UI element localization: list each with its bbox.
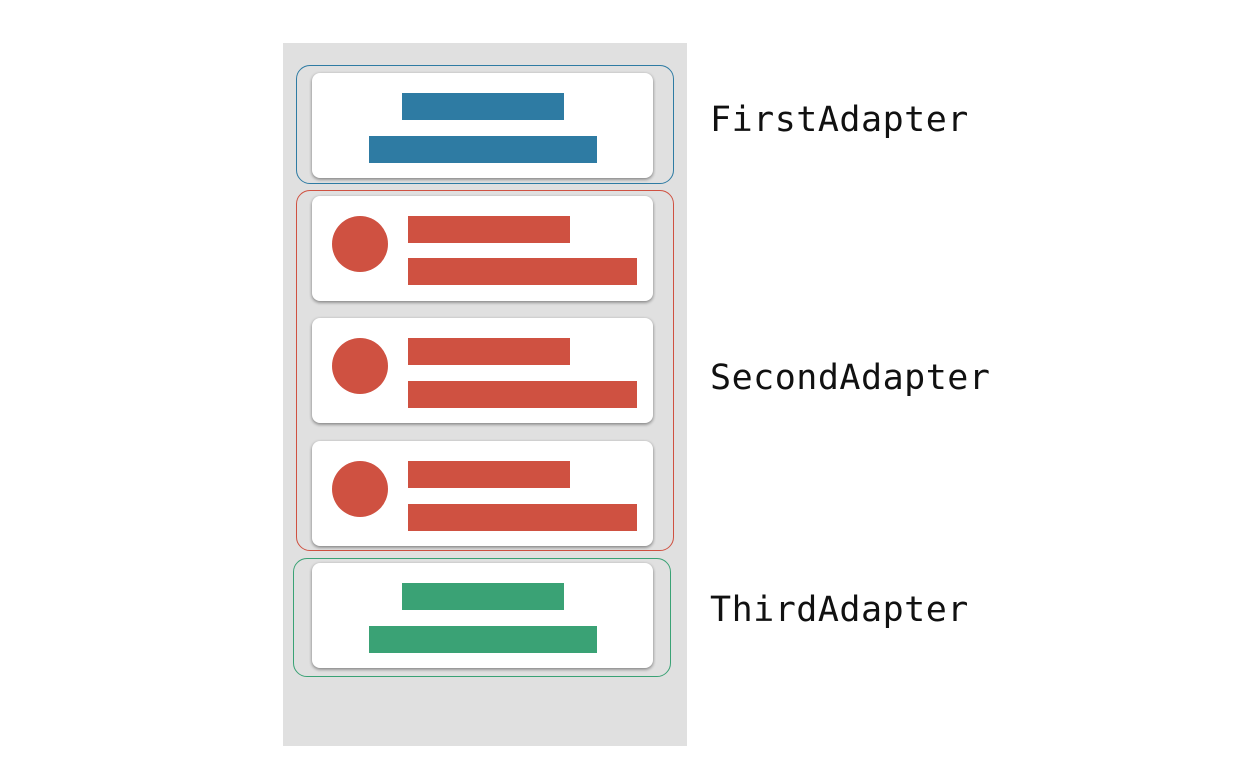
first-adapter-header-card	[312, 73, 653, 178]
list-item-card	[312, 318, 653, 423]
footer-title-bar	[402, 583, 564, 610]
list-item-card	[312, 196, 653, 301]
header-subtitle-bar	[369, 136, 597, 163]
avatar-circle	[332, 461, 388, 517]
item-subtitle-bar	[408, 381, 637, 408]
list-item-card	[312, 441, 653, 546]
first-adapter-label: FirstAdapter	[710, 100, 969, 140]
avatar-circle	[332, 338, 388, 394]
third-adapter-outline	[293, 558, 671, 677]
first-adapter-outline	[296, 65, 674, 184]
footer-subtitle-bar	[369, 626, 597, 653]
item-subtitle-bar	[408, 504, 637, 531]
avatar-circle	[332, 216, 388, 272]
third-adapter-footer-card	[312, 563, 653, 668]
second-adapter-label: SecondAdapter	[710, 358, 991, 398]
item-title-bar	[408, 461, 570, 488]
header-title-bar	[402, 93, 564, 120]
second-adapter-outline	[296, 190, 674, 551]
item-title-bar	[408, 216, 570, 243]
item-subtitle-bar	[408, 258, 637, 285]
third-adapter-label: ThirdAdapter	[710, 590, 969, 630]
item-title-bar	[408, 338, 570, 365]
